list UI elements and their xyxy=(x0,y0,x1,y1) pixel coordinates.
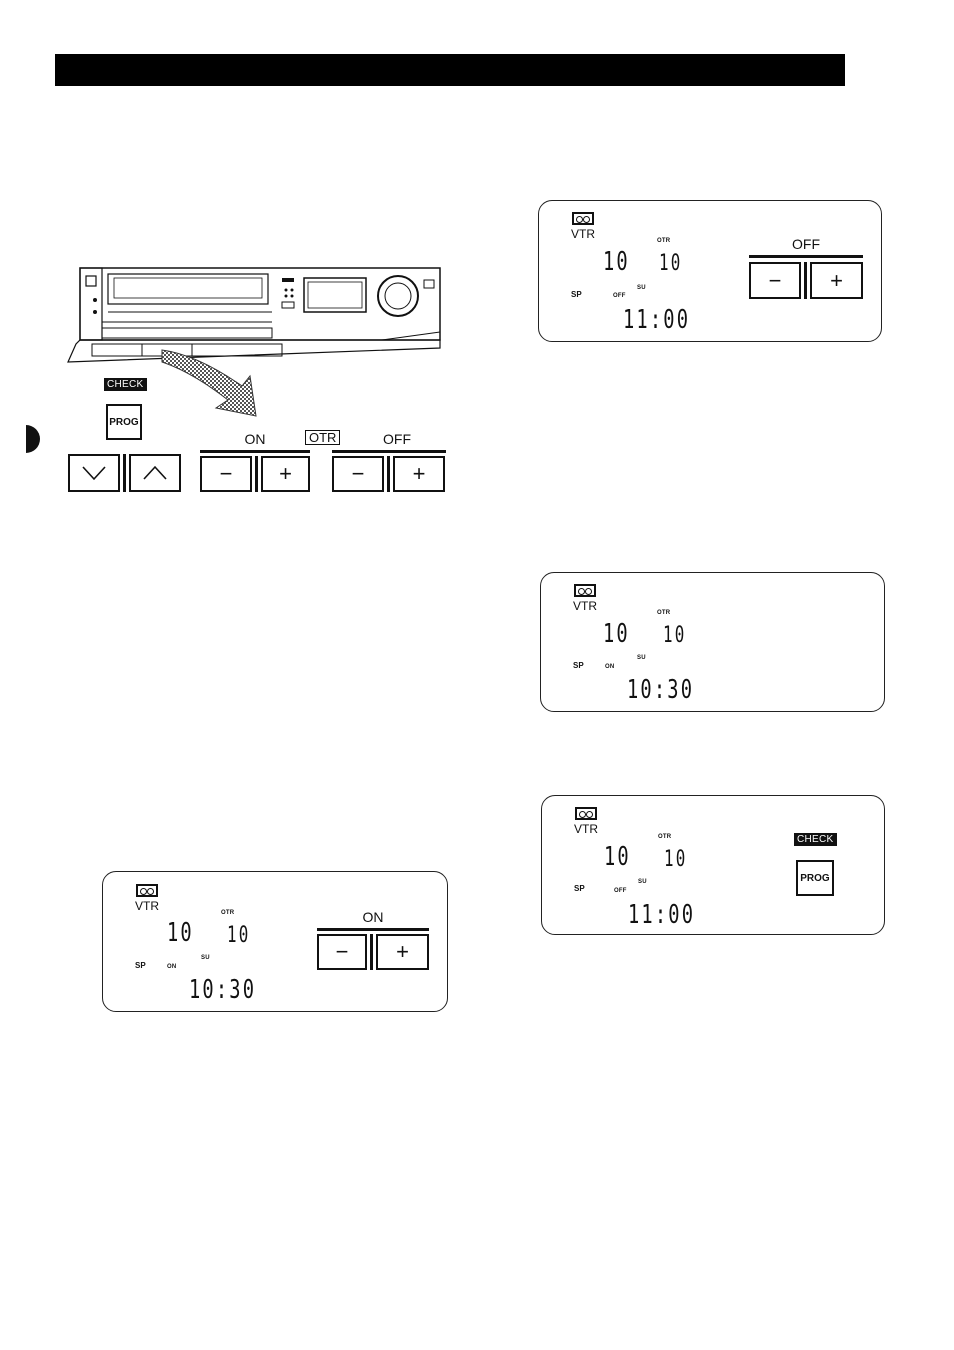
otr-indicator: OTR xyxy=(657,238,670,244)
su-indicator: SU xyxy=(637,655,646,661)
su-indicator: SU xyxy=(637,285,646,291)
chevron-down-icon xyxy=(81,465,107,481)
chevron-up-icon xyxy=(142,465,168,481)
check-label: CHECK xyxy=(104,378,147,391)
otr-indicator: OTR xyxy=(657,610,670,616)
off-label: OFF xyxy=(340,432,454,446)
sp-indicator: SP xyxy=(571,290,582,299)
off-minus-button[interactable]: − xyxy=(332,456,384,492)
on-indicator: ON xyxy=(605,664,614,670)
su-indicator: SU xyxy=(201,955,210,961)
day-readout: 10 xyxy=(604,844,631,870)
on-indicator: ON xyxy=(167,964,176,970)
cassette-icon xyxy=(136,884,158,897)
on-label: ON xyxy=(317,910,429,924)
button-divider xyxy=(804,262,807,299)
sp-indicator: SP xyxy=(573,661,584,670)
lcd-display-confirm: VTR OTR 10 10 SP ON SU 10:30 xyxy=(540,572,885,712)
up-button[interactable] xyxy=(129,454,181,492)
cassette-icon xyxy=(575,807,597,820)
vtr-label: VTR xyxy=(135,900,159,912)
day-readout: 10 xyxy=(603,249,630,275)
day-readout: 10 xyxy=(167,920,194,946)
step-marker xyxy=(26,425,40,453)
vtr-label: VTR xyxy=(571,228,595,240)
lcd-display-on-adjust: VTR OTR 10 10 SP ON SU 10:30 ON − + xyxy=(102,871,448,1012)
on-buttons: ON − + xyxy=(317,908,429,970)
off-indicator: OFF xyxy=(614,888,627,894)
su-indicator: SU xyxy=(638,879,647,885)
lcd-display-off-adjust: VTR OTR 10 10 SP OFF SU 11:00 OFF − + xyxy=(538,200,882,342)
check-label: CHECK xyxy=(794,833,837,846)
on-rule xyxy=(200,450,310,453)
otr-indicator: OTR xyxy=(658,834,671,840)
vtr-label: VTR xyxy=(573,600,597,612)
time-readout: 11:00 xyxy=(623,307,690,333)
down-button[interactable] xyxy=(68,454,120,492)
sp-indicator: SP xyxy=(574,884,585,893)
on-plus-button[interactable]: + xyxy=(376,934,429,970)
off-indicator: OFF xyxy=(613,293,626,299)
sp-indicator: SP xyxy=(135,961,146,970)
channel-readout: 10 xyxy=(664,849,687,871)
time-readout: 11:00 xyxy=(628,902,695,928)
off-rule xyxy=(332,450,446,453)
cassette-icon xyxy=(574,584,596,597)
button-divider xyxy=(123,454,126,492)
vcr-illustration: CHECK PROG ON − + OTR OFF − + xyxy=(62,262,452,492)
off-timer-group: OFF − + xyxy=(332,432,446,492)
day-readout: 10 xyxy=(603,621,630,647)
time-readout: 10:30 xyxy=(189,977,256,1003)
off-plus-button[interactable]: + xyxy=(810,262,863,299)
off-label: OFF xyxy=(749,237,863,251)
pointer-arrow xyxy=(152,342,292,422)
button-divider xyxy=(370,934,373,970)
on-plus-button[interactable]: + xyxy=(261,456,310,492)
header-bar xyxy=(55,54,845,86)
channel-readout: 10 xyxy=(663,625,686,647)
off-plus-button[interactable]: + xyxy=(393,456,445,492)
off-rule xyxy=(749,255,863,258)
vtr-label: VTR xyxy=(574,823,598,835)
prog-button[interactable]: PROG xyxy=(796,860,834,896)
channel-readout: 10 xyxy=(659,253,682,275)
cassette-icon xyxy=(572,212,594,225)
on-label: ON xyxy=(200,432,310,446)
lcd-display-check: VTR OTR 10 10 SP OFF SU 11:00 CHECK PROG xyxy=(541,795,885,935)
otr-indicator: OTR xyxy=(221,910,234,916)
on-rule xyxy=(317,928,429,931)
on-minus-button[interactable]: − xyxy=(200,456,252,492)
on-minus-button[interactable]: − xyxy=(317,934,367,970)
button-divider xyxy=(255,456,258,492)
button-divider xyxy=(387,456,390,492)
time-readout: 10:30 xyxy=(627,677,694,703)
off-buttons: OFF − + xyxy=(749,235,863,299)
prog-button[interactable]: PROG xyxy=(106,404,142,440)
channel-buttons xyxy=(68,454,182,492)
off-minus-button[interactable]: − xyxy=(749,262,801,299)
on-timer-group: ON − + xyxy=(200,432,310,492)
channel-readout: 10 xyxy=(227,925,250,947)
